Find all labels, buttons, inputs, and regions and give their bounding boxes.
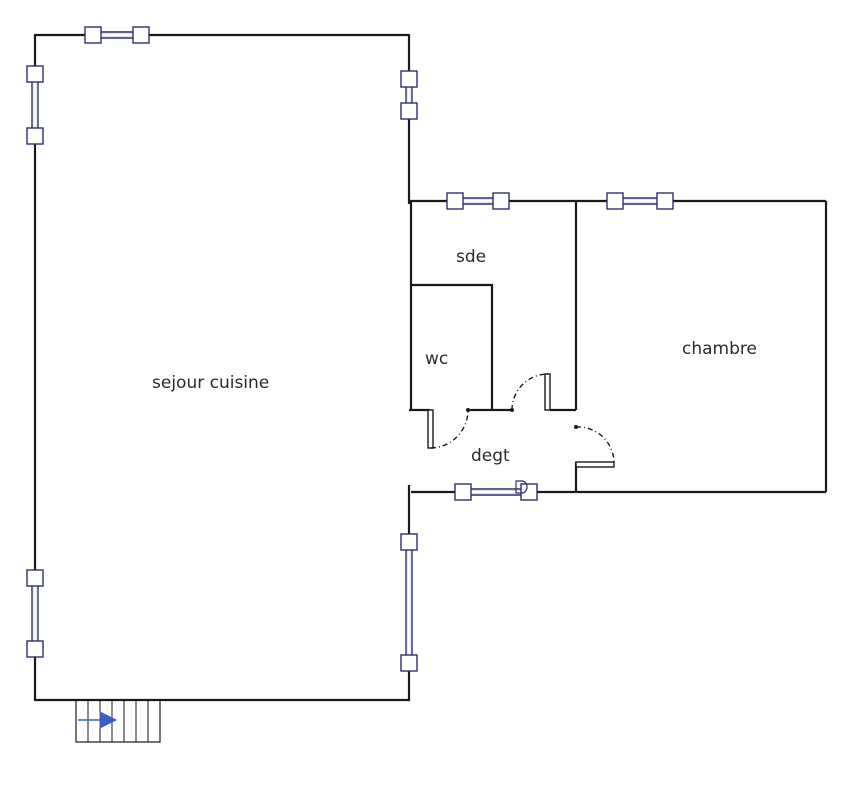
- window-sejour-left-upper: [26, 65, 44, 145]
- window-chambre-top: [606, 192, 674, 210]
- stairs: [75, 699, 161, 743]
- window-degt-bottom: [454, 480, 538, 501]
- room-labels: sejour cuisine sde wc degt chambre: [152, 247, 757, 466]
- window-sejour-right-upper: [400, 70, 418, 120]
- doors: [427, 373, 615, 468]
- windows: [26, 26, 674, 672]
- door-chambre: [574, 425, 615, 468]
- room-label-degt: degt: [471, 446, 510, 466]
- window-sde-top: [446, 192, 510, 210]
- door-sde: [510, 373, 551, 412]
- window-sejour-right-lower: [400, 533, 418, 672]
- door-wc: [427, 408, 470, 449]
- room-label-sde: sde: [456, 247, 486, 267]
- sejour-wall: [33, 33, 411, 702]
- room-label-chambre: chambre: [682, 339, 757, 359]
- stair-arrow-icon: [99, 711, 118, 729]
- room-label-wc: wc: [425, 349, 448, 369]
- window-sejour-top: [84, 26, 150, 44]
- window-sejour-left-lower: [26, 569, 44, 658]
- room-label-sejour: sejour cuisine: [152, 373, 269, 393]
- wc-wall: [411, 283, 494, 410]
